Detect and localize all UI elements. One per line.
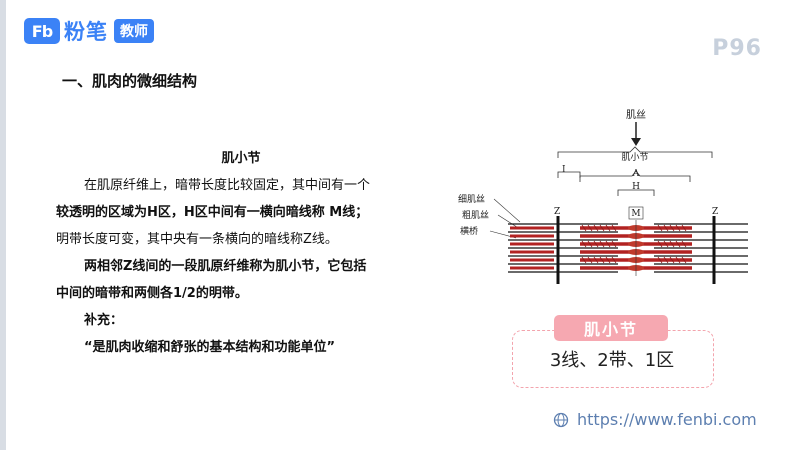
page-number: P96 — [712, 36, 762, 61]
logo-tag: 教师 — [114, 19, 154, 43]
label-m-line: M — [631, 209, 640, 219]
left-thick-fragment — [510, 226, 554, 270]
label-thick-filament: 粗肌丝 — [462, 209, 489, 221]
sarcomere-diagram: 肌丝 肌小节 I A H M Z Z 细肌丝 粗肌丝 横桥 — [458, 109, 748, 284]
label-z-left: Z — [554, 207, 560, 217]
pointer-thin — [493, 198, 521, 223]
label-cross-bridge: 横桥 — [460, 225, 478, 237]
logo-name: 粉笔 — [64, 20, 108, 44]
label-z-right: Z — [712, 207, 718, 217]
label-i-band: I — [562, 165, 566, 175]
supplement-text: “是肌肉收缩和舒张的基本结构和功能单位” — [84, 340, 336, 355]
cross-bridges — [581, 224, 687, 264]
body-line: 在肌原纤维上，暗带长度比较固定，其中间有一个 — [84, 178, 371, 193]
supplement-label: 补充： — [84, 313, 124, 328]
summary-text: 3线、2带、1区 — [549, 350, 675, 371]
body-line: 明带长度可变，其中央有一条横向的暗线称Z线。 — [56, 232, 338, 247]
website-footer: https://www.fenbi.com — [553, 410, 757, 429]
h-zone-brace — [617, 189, 655, 196]
logo-mark: Fb — [24, 18, 60, 44]
summary-badge: 肌小节 — [554, 315, 668, 341]
label-thin-filament: 细肌丝 — [458, 193, 485, 205]
label-sarcomere: 肌小节 — [621, 152, 648, 163]
left-accent-bar — [0, 0, 6, 450]
body-line: 两相邻Z线间的一段肌原纤维称为肌小节，它包括 — [84, 259, 367, 274]
sarcomere-brace — [557, 146, 713, 158]
body-line: 中间的暗带和两侧各1/2的明带。 — [56, 286, 248, 301]
body-line: 较透明的区域为H区，H区中间有一横向暗线称 M线； — [56, 205, 369, 220]
website-url[interactable]: https://www.fenbi.com — [577, 410, 757, 429]
label-myofilament: 肌丝 — [626, 109, 646, 121]
section-title: 一、肌肉的微细结构 — [62, 72, 198, 90]
myofilament-arrowhead — [631, 138, 641, 146]
thin-filaments — [508, 223, 748, 273]
body-heading: 肌小节 — [221, 151, 261, 166]
m-label-frame — [628, 206, 644, 220]
label-h-zone: H — [632, 182, 640, 192]
label-a-band: A — [632, 169, 640, 179]
globe-icon — [553, 412, 569, 427]
body-text: 肌小节 在肌原纤维上，暗带长度比较固定，其中间有一个 较透明的区域为H区，H区中… — [56, 145, 426, 361]
i-band-brace — [557, 171, 581, 178]
brand-logo: Fb 粉笔 教师 — [24, 16, 154, 46]
a-band-brace — [579, 170, 691, 182]
